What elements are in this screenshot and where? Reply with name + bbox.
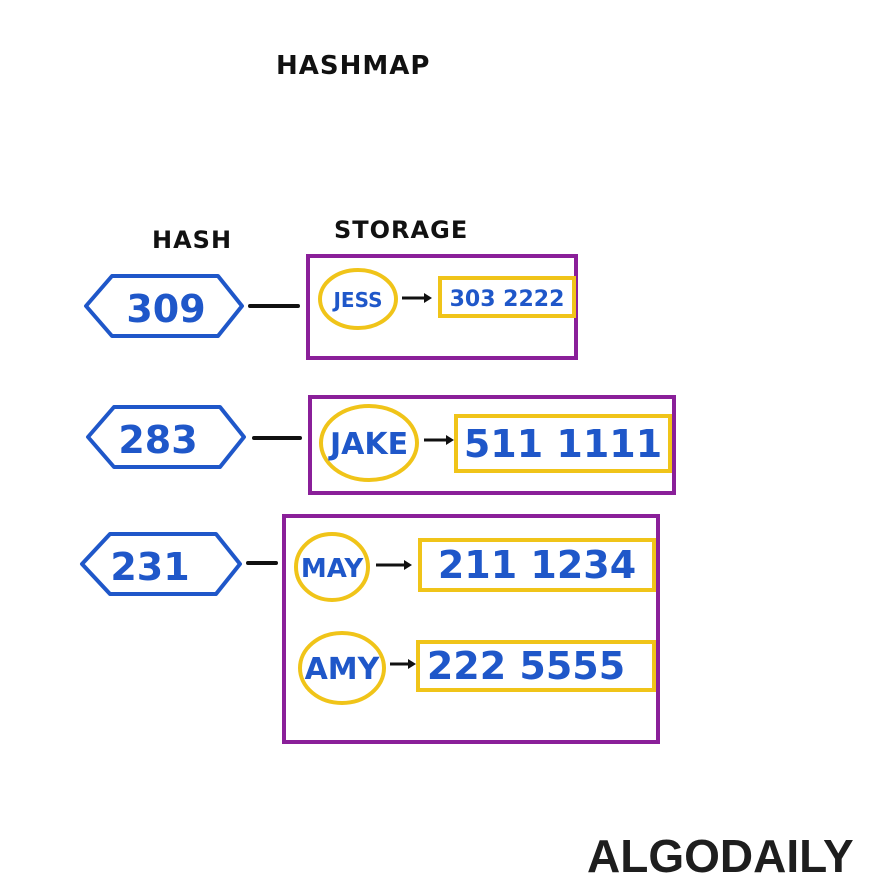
value-box — [416, 640, 656, 692]
storage-bucket — [282, 514, 660, 744]
entry-amy: AMY 222 5555 — [298, 631, 656, 705]
arrow — [402, 293, 432, 303]
key-circle — [318, 268, 398, 330]
value-label: 303 2222 — [450, 287, 565, 312]
value-label: 222 5555 — [427, 644, 625, 688]
hash-value: 231 — [110, 545, 189, 589]
diagram-title: HASHMAP — [276, 51, 430, 81]
hash-column-header: HASH — [152, 226, 232, 254]
key-label: MAY — [301, 554, 365, 584]
arrow — [424, 435, 454, 445]
arrow — [390, 659, 416, 669]
value-box — [418, 538, 656, 592]
hash-value: 309 — [126, 287, 205, 331]
bucket-row-283: 283 JAKE 511 1111 — [86, 395, 676, 495]
storage-bucket — [308, 395, 676, 495]
key-label: JAKE — [328, 427, 408, 462]
storage-column-header: STORAGE — [334, 216, 468, 244]
key-label: AMY — [305, 652, 381, 687]
value-label: 511 1111 — [464, 422, 662, 466]
value-box — [454, 414, 672, 473]
hash-hexagon — [86, 405, 246, 469]
hash-hexagon — [80, 532, 242, 596]
key-label: JESS — [331, 288, 382, 312]
key-circle — [294, 532, 370, 602]
key-circle — [319, 404, 419, 482]
bucket-row-309: 309 JESS 303 2222 — [84, 254, 578, 360]
brand-logo: ALGODAILY — [587, 830, 854, 882]
hash-value: 283 — [118, 418, 197, 462]
value-label: 211 1234 — [438, 543, 636, 587]
hash-hexagon — [84, 274, 244, 338]
arrow — [376, 560, 412, 570]
key-circle — [298, 631, 386, 705]
entry-may: MAY 211 1234 — [294, 532, 656, 602]
bucket-row-231: 231 MAY 211 1234 AMY 222 5555 — [80, 514, 660, 744]
value-box — [438, 276, 576, 318]
